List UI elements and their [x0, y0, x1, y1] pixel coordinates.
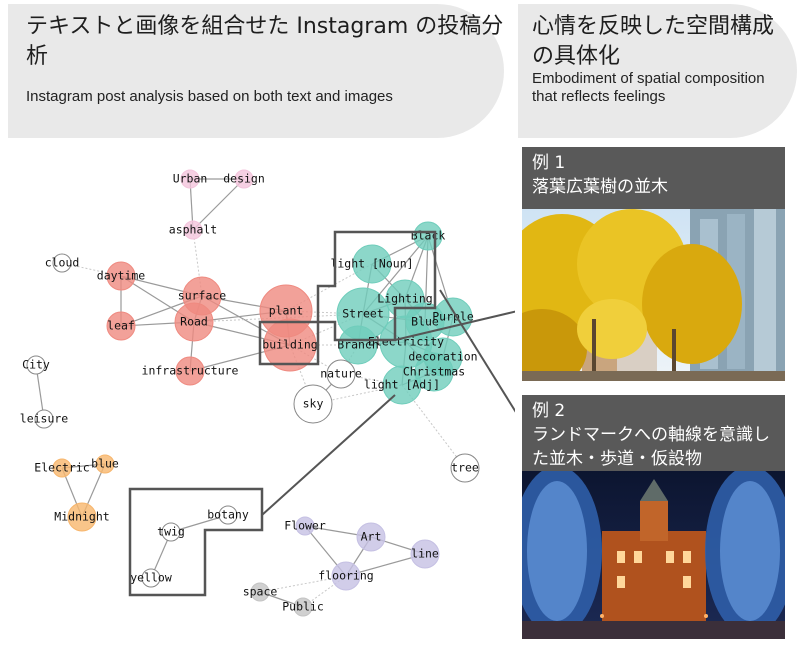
- connector-line-branch: [261, 394, 396, 516]
- node-public: [293, 597, 313, 617]
- node-label-blue_t: Blue: [411, 315, 439, 329]
- labels-layer: Urban design asphalt cloud daytime surface lea…: [20, 172, 479, 614]
- edge-design-asphalt: [192, 178, 245, 231]
- node-label-urban: Urban: [173, 172, 208, 186]
- node-cloud: [52, 253, 72, 273]
- node-label-botany: botany: [207, 508, 249, 522]
- node-infrastructure: [175, 356, 205, 386]
- node-label-flower: Flower: [284, 519, 326, 533]
- example-2-label: 例 2: [532, 401, 566, 421]
- node-label-space: space: [243, 585, 278, 599]
- node-label-daytime: daytime: [97, 269, 146, 283]
- node-label-light_noun: light [Noun]: [330, 257, 413, 271]
- node-twig: [161, 522, 181, 542]
- edge-sky-light_adj: [312, 384, 403, 405]
- node-label-plant: plant: [269, 304, 304, 318]
- node-flower: [295, 516, 315, 536]
- node-tree: [450, 453, 480, 483]
- cooccurrence-network: Urban design asphalt cloud daytime surface lea…: [20, 169, 515, 617]
- node-label-blue_o: blue: [91, 457, 119, 471]
- node-label-cloud: cloud: [45, 256, 80, 270]
- analysis-subtitle-en: Instagram post analysis based on both te…: [26, 88, 393, 105]
- node-flooring: [331, 561, 361, 591]
- nodes-layer: [26, 169, 480, 617]
- node-label-light_adj: light [Adj]: [364, 378, 440, 392]
- example-1-label: 例 1: [532, 153, 566, 173]
- node-midnight: [67, 502, 97, 532]
- node-label-public: Public: [282, 600, 324, 614]
- example-2-header: 例 2 ランドマークへの軸線を意識した並木・歩道・仮設物: [522, 395, 785, 471]
- node-building: [263, 318, 317, 372]
- node-yellow: [141, 568, 161, 588]
- highlight-outline-branch: [128, 487, 264, 597]
- node-label-art: Art: [361, 530, 382, 544]
- node-asphalt: [183, 220, 203, 240]
- connector-line-example2: [439, 289, 515, 413]
- node-label-leaf: leaf: [107, 319, 135, 333]
- node-sky: [293, 384, 333, 424]
- node-label-black: Black: [411, 229, 446, 243]
- node-label-street: Street: [342, 307, 384, 321]
- node-leisure: [34, 409, 54, 429]
- node-label-asphalt: asphalt: [169, 223, 217, 237]
- example-2-title: ランドマークへの軸線を意識した並木・歩道・仮設物: [532, 425, 770, 469]
- node-blue_o: [95, 454, 115, 474]
- node-light_noun: [352, 244, 392, 284]
- node-label-city: City: [22, 358, 50, 372]
- example-1-title: 落葉広葉樹の並木: [532, 177, 668, 197]
- embodiment-title-jp: 心情を反映した空間構成の具体化: [532, 14, 775, 69]
- node-design: [234, 169, 254, 189]
- analysis-header: テキストと画像を組合せた Instagram の投稿分析 Instagram p…: [8, 4, 504, 138]
- example-1-header: 例 1 落葉広葉樹の並木: [522, 147, 785, 209]
- edge-asphalt-surface: [192, 229, 203, 297]
- node-label-purple: Purple: [432, 310, 474, 324]
- node-art: [356, 522, 386, 552]
- node-label-christmas: Christmas: [403, 365, 465, 379]
- node-label-twig: twig: [157, 525, 185, 539]
- node-label-sky: sky: [303, 397, 324, 411]
- embodiment-header: 心情を反映した空間構成の具体化 Embodiment of spatial co…: [518, 4, 797, 138]
- node-electric: [52, 458, 72, 478]
- node-label-flooring: flooring: [318, 569, 373, 583]
- node-label-electric: Electric: [34, 461, 89, 475]
- example-1-photo-ginkgo-trees: [522, 209, 785, 381]
- edge-botany-twig: [170, 514, 229, 533]
- node-road: [174, 302, 214, 342]
- node-botany: [218, 505, 238, 525]
- node-label-road: Road: [180, 315, 208, 329]
- node-nature: [326, 359, 356, 389]
- connector-line-example1: [394, 310, 515, 341]
- example-2-photo-illuminated-landmark: [522, 471, 785, 639]
- node-line: [410, 539, 440, 569]
- node-label-surface: surface: [178, 289, 227, 303]
- node-leaf: [106, 311, 136, 341]
- edge-flooring-space: [259, 575, 347, 593]
- node-label-building: building: [262, 338, 317, 352]
- node-label-lighting: Lighting: [377, 292, 432, 306]
- node-daytime: [106, 261, 136, 291]
- node-label-midnight: Midnight: [54, 510, 109, 524]
- node-label-nature: nature: [320, 367, 362, 381]
- node-label-infrastructure: infrastructure: [142, 364, 239, 378]
- node-label-tree: tree: [451, 461, 479, 475]
- node-label-yellow: yellow: [130, 571, 172, 585]
- node-label-line: line: [411, 547, 439, 561]
- node-space: [250, 582, 270, 602]
- node-urban: [180, 169, 200, 189]
- embodiment-subtitle-en: Embodiment of spatial composition that r…: [532, 70, 765, 105]
- node-branch: [338, 325, 378, 365]
- highlight-outline-teal: [258, 230, 437, 366]
- node-city: [26, 355, 46, 375]
- analysis-title-jp: テキストと画像を組合せた Instagram の投稿分析: [26, 14, 504, 69]
- node-label-design: design: [223, 172, 265, 186]
- node-label-decoration: decoration: [408, 350, 477, 364]
- node-label-leisure: leisure: [20, 412, 69, 426]
- node-light_adj: [382, 365, 422, 405]
- node-label-electricity: Electricity: [368, 335, 444, 349]
